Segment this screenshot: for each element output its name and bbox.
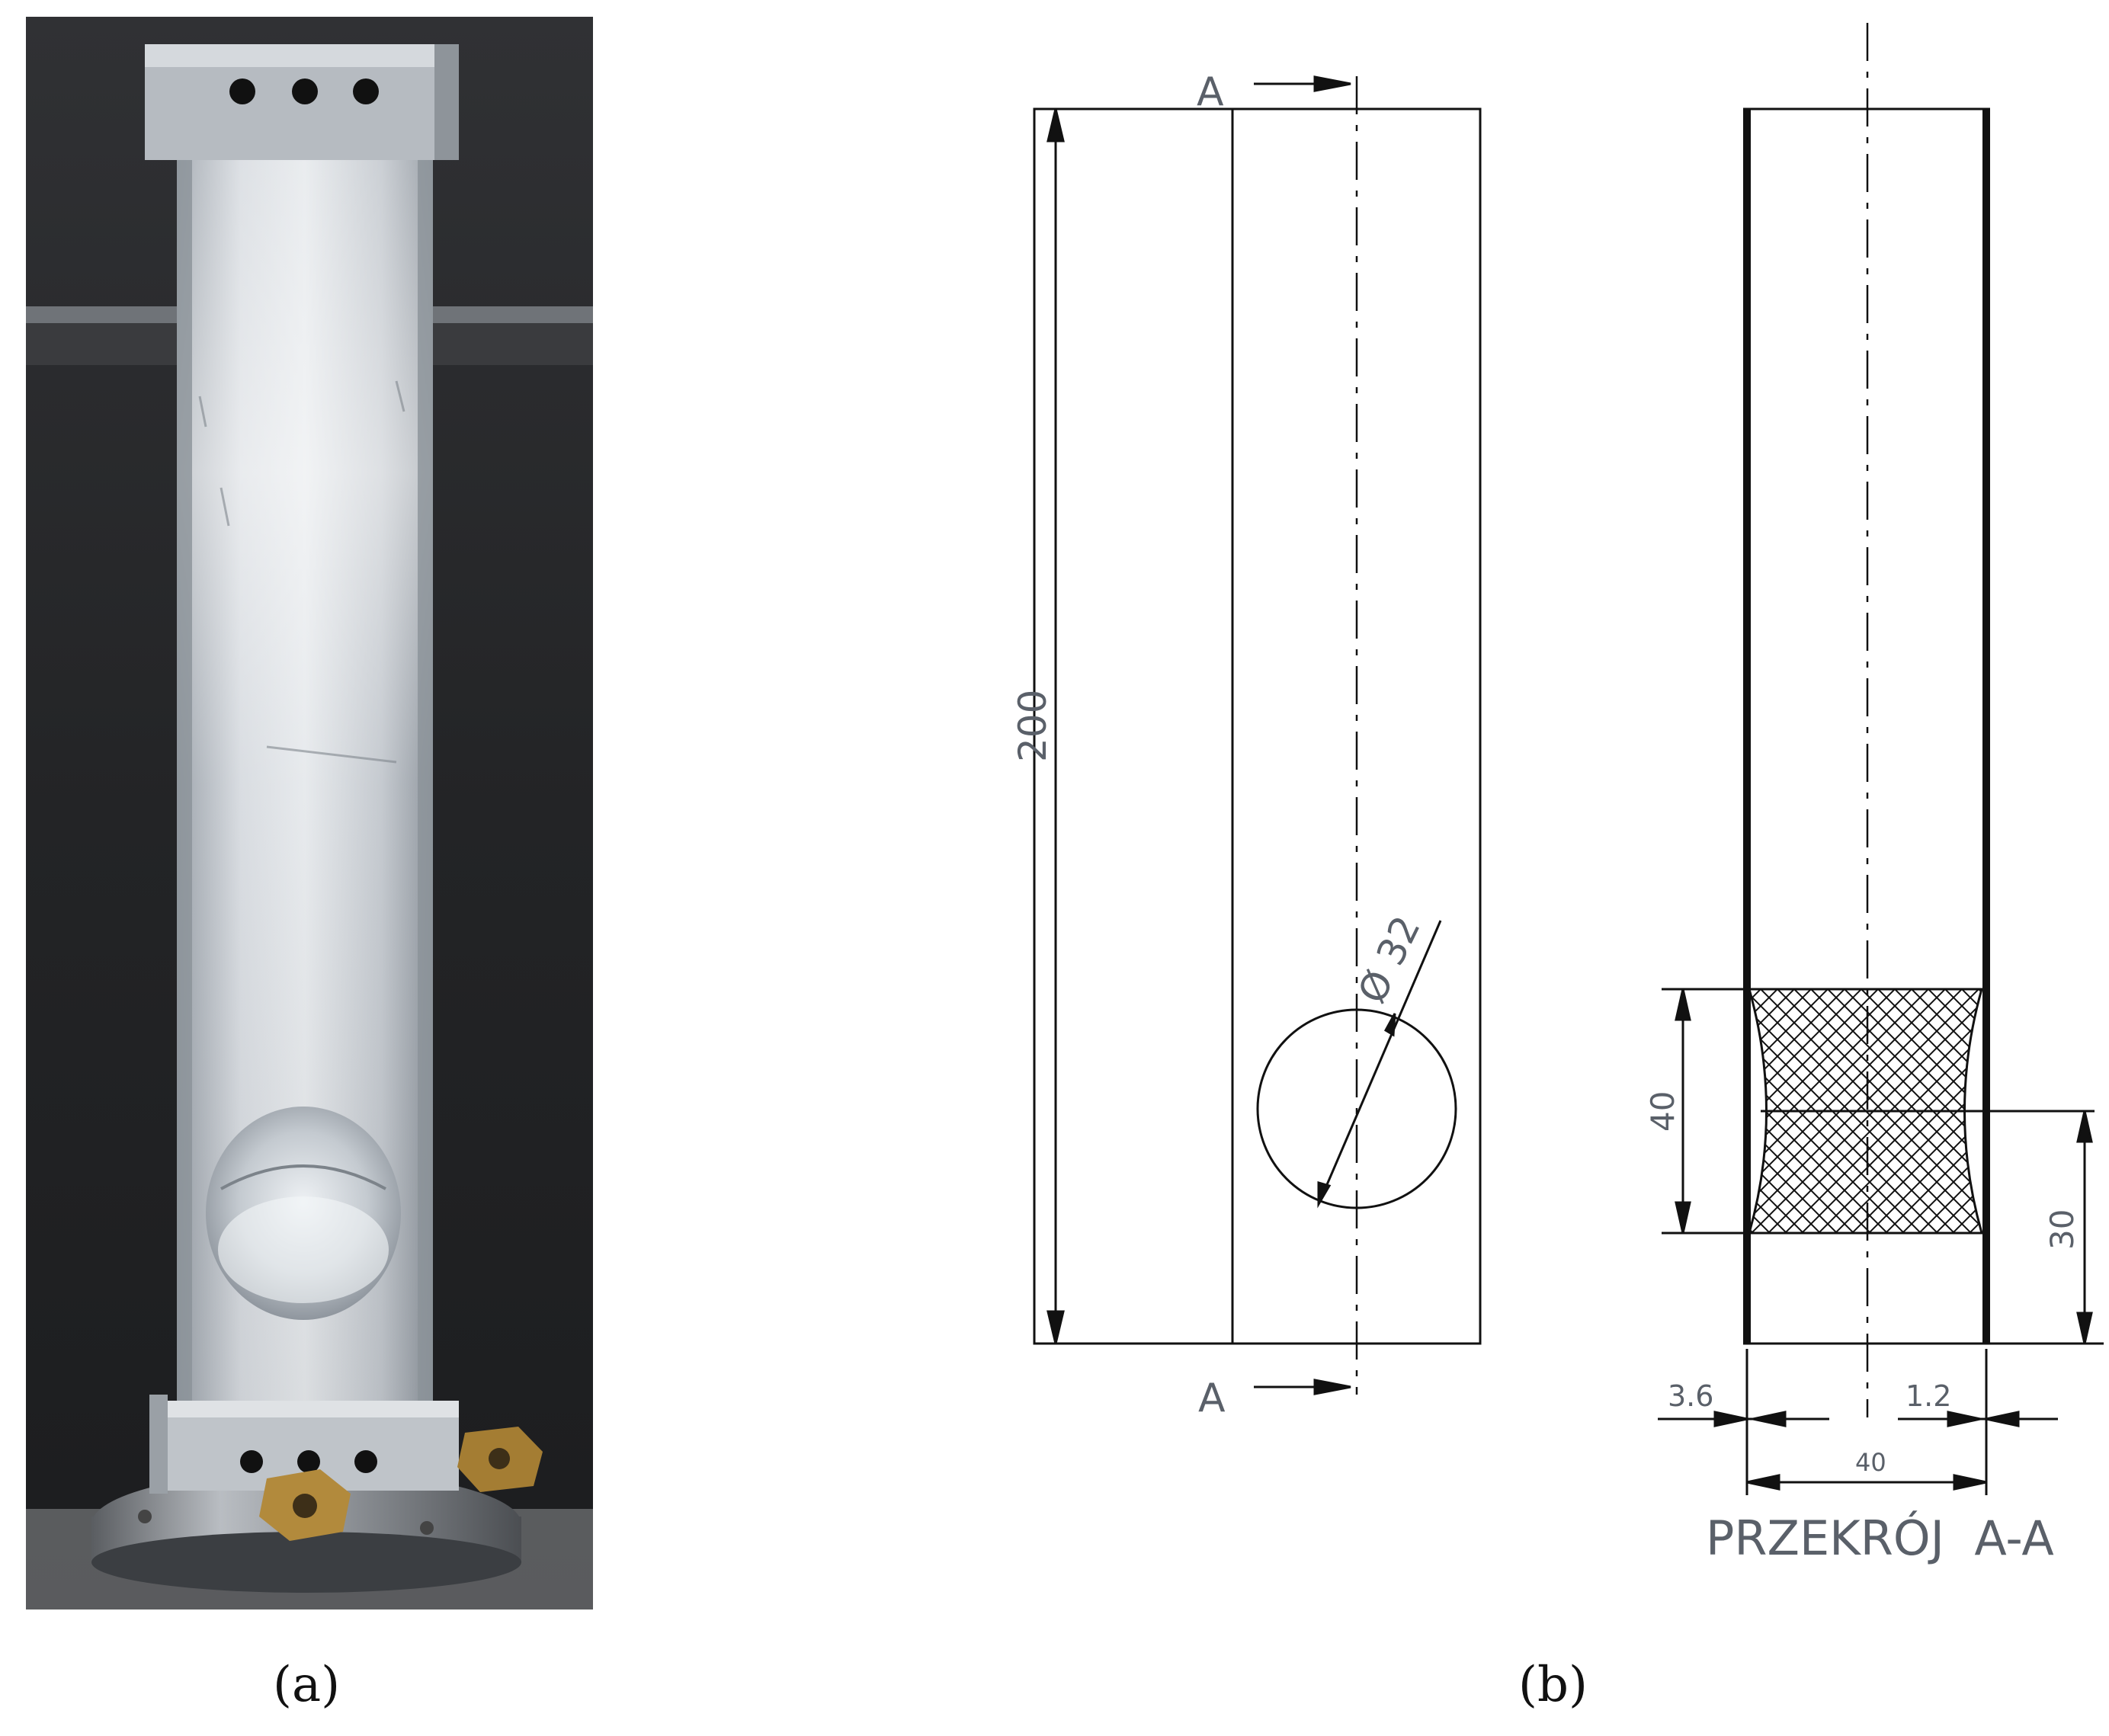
technical-drawing bbox=[1033, 23, 2104, 1495]
captions: (a) (b) bbox=[273, 1657, 1588, 1713]
section-view bbox=[1658, 23, 2104, 1495]
front-view bbox=[1033, 75, 1482, 1395]
section-height-label: 40 bbox=[1644, 1091, 1681, 1132]
caption-b: (b) bbox=[1518, 1657, 1588, 1713]
top-clamp bbox=[145, 44, 459, 160]
section-mark-top: A bbox=[1197, 69, 1224, 115]
drawing-labels: A A 200 Ø 32 40 30 3.6 1.2 40 PRZEKRÓJ A… bbox=[1011, 69, 2081, 1566]
bolt-hole bbox=[229, 78, 255, 104]
section-offset-label: 30 bbox=[2043, 1209, 2081, 1250]
left-wall-label: 3.6 bbox=[1668, 1379, 1713, 1413]
height-dimension-label: 200 bbox=[1011, 690, 1055, 762]
diameter-leader bbox=[1317, 920, 1442, 1205]
bolt-hole bbox=[292, 78, 318, 104]
bottom-fixture bbox=[91, 1395, 543, 1593]
section-mark-bottom: A bbox=[1198, 1376, 1226, 1421]
bolt-hole bbox=[354, 1450, 377, 1473]
bolt-hole bbox=[240, 1450, 263, 1473]
bolt-hole bbox=[297, 1450, 320, 1473]
hole-diameter-label: Ø 32 bbox=[1350, 909, 1429, 1010]
specimen-bar bbox=[177, 160, 433, 1410]
right-wall-label: 1.2 bbox=[1905, 1379, 1951, 1413]
front-view-outline bbox=[1033, 107, 1482, 1345]
width-label: 40 bbox=[1855, 1448, 1886, 1477]
photo-panel bbox=[26, 17, 593, 1609]
bolt-hole bbox=[353, 78, 379, 104]
section-title: PRZEKRÓJ A-A bbox=[1706, 1510, 2054, 1566]
caption-a: (a) bbox=[273, 1657, 340, 1713]
hole-outline bbox=[1256, 1008, 1457, 1209]
